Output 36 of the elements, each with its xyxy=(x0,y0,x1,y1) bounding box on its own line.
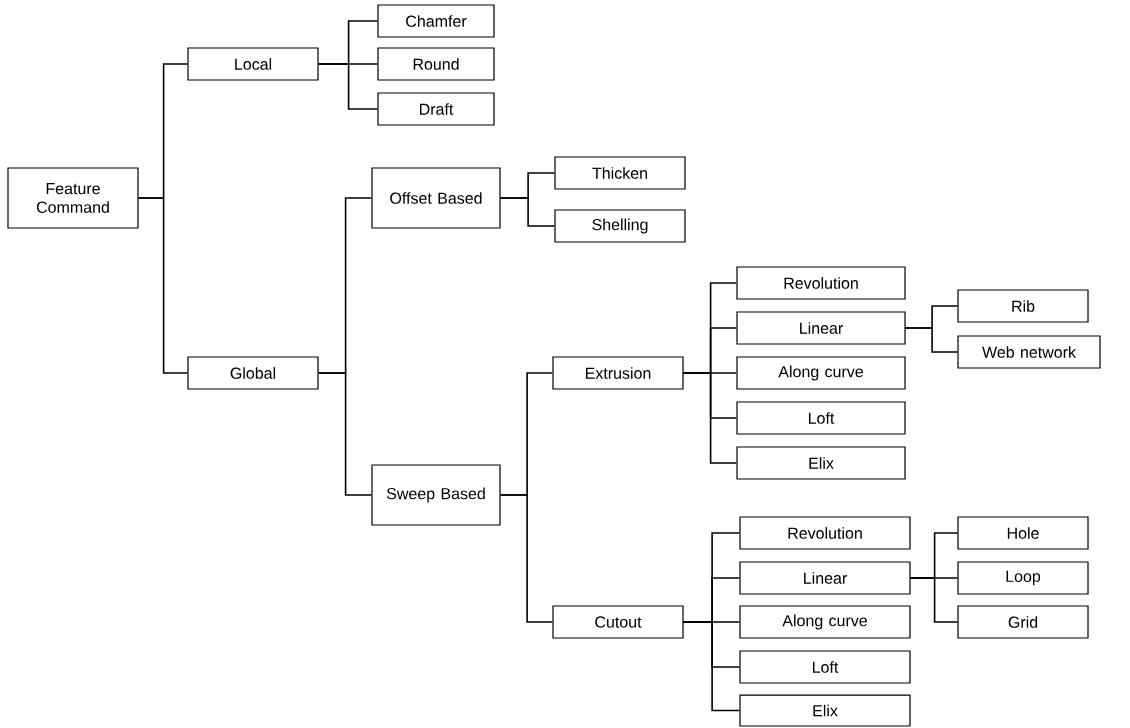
tree-box: Round xyxy=(377,47,495,81)
tree-box: Grid xyxy=(957,605,1089,639)
tree-box: Rib xyxy=(957,289,1089,323)
tree-box: Elix xyxy=(736,446,906,480)
tree-box: Cutout xyxy=(552,605,684,639)
tree-box: Revolution xyxy=(736,266,906,300)
tree-box: Global xyxy=(187,356,319,390)
connector-line xyxy=(137,197,189,374)
tree-box: Loft xyxy=(739,650,911,684)
tree-box: Shelling xyxy=(554,209,686,243)
tree-box: Hole xyxy=(957,516,1089,550)
connector-line xyxy=(682,621,741,712)
connector-line xyxy=(317,372,373,496)
connector-line xyxy=(904,327,959,353)
connector-line xyxy=(682,372,738,464)
tree-box: Linear xyxy=(739,561,911,595)
tree-box: Web network xyxy=(957,335,1101,369)
tree-box: Revolution xyxy=(739,516,911,550)
tree-box: Sweep Based xyxy=(371,464,501,526)
tree-box: Local xyxy=(187,47,319,81)
connector-line xyxy=(909,577,959,623)
tree-box: Draft xyxy=(377,92,495,126)
connector-line xyxy=(317,63,379,110)
tree-box: Offset Based xyxy=(371,167,501,229)
tree-box: Elix xyxy=(739,694,911,727)
tree-box: Feature Command xyxy=(7,167,139,229)
tree-box: Loft xyxy=(736,401,906,435)
connector-line xyxy=(499,494,554,623)
tree-box: Along curve xyxy=(739,605,911,639)
tree-box: Extrusion xyxy=(552,356,684,390)
tree-box: Linear xyxy=(736,311,906,345)
tree-box: Thicken xyxy=(554,156,686,190)
tree-box: Loop xyxy=(957,561,1089,595)
connector-line xyxy=(499,197,556,227)
tree-box: Chamfer xyxy=(377,4,495,38)
tree-box: Along curve xyxy=(736,356,906,390)
